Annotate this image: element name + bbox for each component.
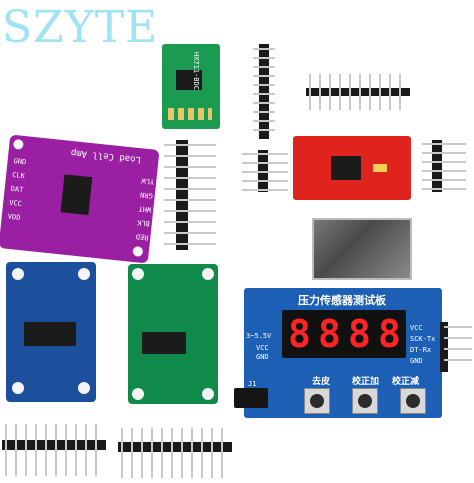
- digit: 8: [318, 312, 341, 356]
- right-angle-header: [440, 322, 472, 372]
- mount-hole: [12, 382, 24, 394]
- seven-segment-display: 8 8 8 8: [282, 310, 406, 358]
- button-label-cal-plus: 校正加: [352, 377, 380, 387]
- mount-hole: [202, 388, 214, 400]
- solder-pads: [168, 108, 212, 120]
- j1-label: J1: [248, 380, 257, 388]
- hx711-chip-purple: [60, 174, 93, 216]
- left-pin-gnd: GND: [256, 353, 269, 361]
- red-hx711-board: [293, 136, 411, 200]
- tare-button[interactable]: [304, 388, 330, 414]
- header-strip-small-right: [422, 140, 466, 192]
- mount-hole: [12, 268, 24, 280]
- purple-board-title: Load Cell Amp: [70, 146, 142, 165]
- green-hx711-small-board: HX711-BDC: [162, 44, 220, 129]
- left-pin-vcc: VCC: [256, 344, 269, 352]
- mount-hole: [12, 138, 24, 150]
- hx711-chip-red: [331, 156, 361, 180]
- calibrate-plus-button[interactable]: [352, 388, 378, 414]
- mount-hole: [202, 268, 214, 280]
- purple-load-cell-amp-board: Load Cell Amp GND CLK DAT VCC VDD YLW GR…: [0, 134, 160, 264]
- right-pin-labels: VCC SCK-Tx DT-Rx GND: [410, 324, 436, 365]
- button-label-tare: 去皮: [312, 377, 331, 387]
- calibrate-minus-button[interactable]: [400, 388, 426, 414]
- right-pin-labels: YLW GRN WHT BLK RED: [135, 176, 155, 242]
- header-strip-vertical-middle: [164, 140, 216, 250]
- mount-hole: [132, 268, 144, 280]
- mount-hole: [78, 382, 90, 394]
- power-jack: [234, 388, 268, 408]
- header-strip-vertical-top: [253, 44, 275, 139]
- hx711-chip-green: [142, 332, 186, 354]
- board-title: 压力传感器测试板: [298, 294, 386, 307]
- digit: 8: [378, 312, 401, 356]
- header-strip-small-left: [242, 150, 288, 192]
- mount-hole: [78, 268, 90, 280]
- left-pin-labels: GND CLK DAT VCC VDD: [7, 156, 27, 222]
- blue-hx711-board: [6, 262, 96, 402]
- voltage-label: 3~5.5V: [246, 332, 272, 340]
- digit: 8: [348, 312, 371, 356]
- hx711-chip: [176, 70, 202, 90]
- digit: 8: [288, 312, 311, 356]
- header-strip-bottom-left: [2, 424, 106, 476]
- brand-logo: SZYTE: [2, 2, 159, 53]
- header-strip-bottom-right: [118, 428, 232, 478]
- button-label-cal-minus: 校正减: [392, 377, 420, 387]
- metal-shield-plate: [312, 218, 412, 280]
- header-strip-horizontal-top-right: [306, 74, 410, 110]
- mount-hole: [132, 388, 144, 400]
- green-hx711-large-board: [128, 264, 218, 404]
- pressure-sensor-test-board: 压力传感器测试板 8 8 8 8 3~5.5V VCC GND VCC SCK-…: [234, 288, 442, 418]
- crystal: [373, 164, 387, 172]
- mount-hole: [132, 245, 144, 257]
- hx711-chip-blue: [24, 322, 76, 346]
